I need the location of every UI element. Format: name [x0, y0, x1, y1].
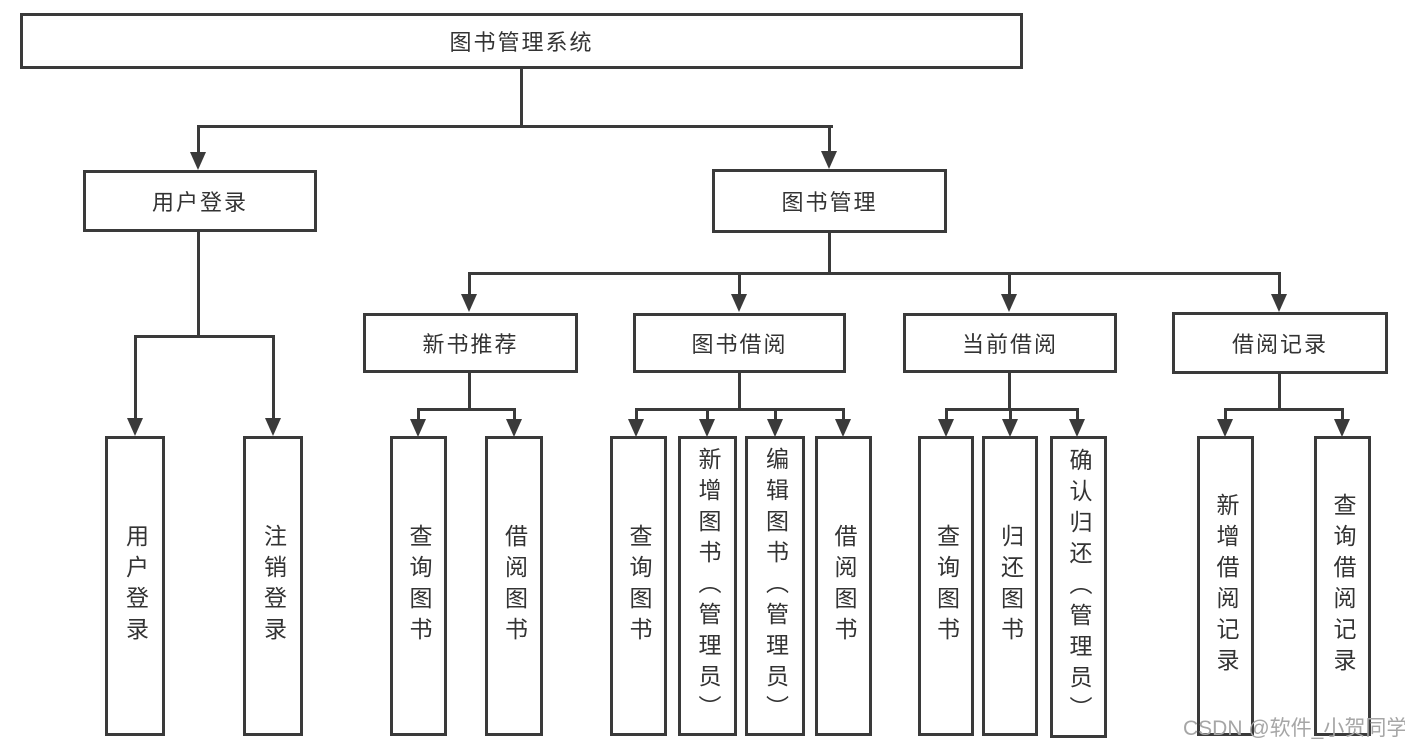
- arrowhead-icon: [506, 419, 522, 437]
- arrowhead-icon: [628, 419, 644, 437]
- node-label: 图书管理系统: [449, 30, 594, 55]
- connector-line: [945, 408, 948, 422]
- node-current-borrowing: 当前借阅: [903, 313, 1117, 373]
- node-user-login: 用户登录: [83, 170, 317, 232]
- arrowhead-icon: [127, 418, 143, 436]
- connector-line: [468, 373, 471, 411]
- leaf-label: 查询图书: [406, 524, 432, 648]
- node-borrowing-records: 借阅记录: [1172, 312, 1388, 374]
- arrowhead-icon: [938, 419, 954, 437]
- arrowhead-icon: [410, 419, 426, 437]
- node-label: 图书管理: [781, 190, 878, 215]
- connector-line: [828, 125, 831, 155]
- arrowhead-icon: [1217, 419, 1233, 437]
- arrowhead-icon: [821, 151, 837, 169]
- arrowhead-icon: [265, 418, 281, 436]
- connector-line: [1224, 408, 1344, 411]
- arrowhead-icon: [1069, 419, 1085, 437]
- connector-line: [706, 408, 709, 422]
- leaf-label: 新增借阅记录: [1213, 493, 1239, 679]
- arrowhead-icon: [1334, 419, 1350, 437]
- arrowhead-icon: [1271, 294, 1287, 312]
- leaf-label: 新增图书（管理员）: [695, 446, 721, 726]
- connector-line: [1076, 408, 1079, 422]
- leaf-label: 查询借阅记录: [1330, 493, 1356, 679]
- connector-line: [635, 408, 845, 411]
- connector-line: [272, 335, 275, 421]
- leaf-query-books-newbook: 查询图书: [390, 436, 447, 736]
- leaf-confirm-return-admin: 确认归还（管理员）: [1050, 436, 1107, 738]
- leaf-query-books-current: 查询图书: [918, 436, 974, 736]
- connector-line: [842, 408, 845, 422]
- connector-line: [945, 408, 1079, 411]
- connector-line: [1224, 408, 1227, 422]
- leaf-borrow-books-newbook: 借阅图书: [485, 436, 543, 736]
- connector-line: [828, 233, 831, 275]
- connector-line: [738, 373, 741, 411]
- leaf-logout: 注销登录: [243, 436, 303, 736]
- leaf-query-borrow-record: 查询借阅记录: [1314, 436, 1371, 736]
- arrowhead-icon: [767, 419, 783, 437]
- node-label: 借阅记录: [1231, 332, 1328, 357]
- leaf-label: 确认归还（管理员）: [1066, 447, 1092, 727]
- node-library-management-system: 图书管理系统: [20, 13, 1023, 69]
- leaf-label: 借阅图书: [831, 524, 857, 648]
- connector-line: [1278, 272, 1281, 297]
- connector-line: [774, 408, 777, 422]
- csdn-watermark: CSDN @软件_小贺同学: [1183, 717, 1405, 740]
- connector-line: [520, 66, 523, 128]
- leaf-label: 查询图书: [933, 524, 960, 648]
- arrowhead-icon: [1001, 294, 1017, 312]
- connector-line: [1008, 373, 1011, 411]
- connector-line: [134, 335, 137, 421]
- leaf-add-books-admin: 新增图书（管理员）: [678, 436, 737, 736]
- leaf-label: 用户登录: [122, 524, 149, 648]
- connector-line: [134, 335, 275, 338]
- arrowhead-icon: [835, 419, 851, 437]
- node-label: 新书推荐: [422, 332, 519, 357]
- arrowhead-icon: [1002, 419, 1018, 437]
- leaf-edit-books-admin: 编辑图书（管理员）: [745, 436, 805, 736]
- connector-line: [197, 125, 833, 128]
- node-label: 当前借阅: [961, 332, 1058, 357]
- leaf-borrow-books-borrow: 借阅图书: [815, 436, 872, 736]
- node-book-management: 图书管理: [712, 169, 947, 233]
- leaf-label: 注销登录: [260, 524, 287, 648]
- leaf-add-borrow-record: 新增借阅记录: [1197, 436, 1254, 736]
- connector-line: [738, 272, 741, 297]
- connector-line: [513, 408, 516, 422]
- connector-line: [417, 408, 420, 422]
- connector-line: [635, 408, 638, 422]
- arrowhead-icon: [699, 419, 715, 437]
- arrowhead-icon: [731, 294, 747, 312]
- node-label: 图书借阅: [691, 332, 788, 357]
- node-new-book-recommend: 新书推荐: [363, 313, 578, 373]
- leaf-return-books: 归还图书: [982, 436, 1038, 736]
- connector-line: [197, 125, 200, 155]
- leaf-label: 编辑图书（管理员）: [762, 446, 789, 726]
- arrowhead-icon: [190, 152, 206, 170]
- connector-line: [1009, 408, 1012, 422]
- connector-line: [468, 272, 471, 297]
- arrowhead-icon: [461, 294, 477, 312]
- node-label: 用户登录: [151, 190, 248, 215]
- leaf-label: 借阅图书: [501, 524, 528, 648]
- leaf-user-login: 用户登录: [105, 436, 165, 736]
- connector-line: [417, 408, 516, 411]
- connector-line: [1278, 374, 1281, 411]
- connector-line: [197, 232, 200, 338]
- leaf-label: 查询图书: [626, 524, 652, 648]
- connector-line: [468, 272, 1281, 275]
- connector-line: [1008, 272, 1011, 297]
- leaf-label: 归还图书: [997, 524, 1024, 648]
- connector-line: [1341, 408, 1344, 422]
- node-book-borrowing: 图书借阅: [633, 313, 846, 373]
- leaf-query-books-borrow: 查询图书: [610, 436, 667, 736]
